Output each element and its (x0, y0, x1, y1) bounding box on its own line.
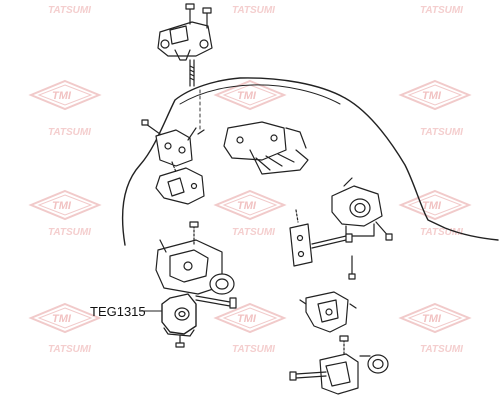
watermark-logo: TMI TMI TMI (30, 190, 470, 220)
svg-text:TATSUMI: TATSUMI (420, 344, 463, 355)
line-art (121, 3, 499, 395)
part-number-label: TEG1315 (90, 304, 146, 319)
body-frame-inner (179, 84, 341, 105)
middle-right-bracket (289, 209, 356, 280)
watermark-brand: TATSUMI TATSUMI TATSUMI (48, 227, 463, 238)
svg-text:TATSUMI: TATSUMI (232, 344, 275, 355)
svg-text:TMI: TMI (422, 200, 442, 212)
top-engine-mount (157, 3, 213, 87)
svg-text:TATSUMI: TATSUMI (48, 344, 91, 355)
watermark-brand: TATSUMI TATSUMI TATSUMI (48, 5, 463, 16)
svg-text:TMI: TMI (237, 90, 257, 102)
right-upper-mount (331, 177, 393, 241)
svg-text:TMI: TMI (237, 313, 257, 325)
svg-text:TMI: TMI (237, 200, 257, 212)
watermark-logo: TMI TMI TMI (30, 80, 470, 110)
watermark-layer: TATSUMI TATSUMI TATSUMI TMI TMI TMI TATS… (30, 5, 470, 355)
svg-text:TATSUMI: TATSUMI (232, 5, 275, 16)
bottom-right-mount (289, 335, 389, 395)
svg-text:TMI: TMI (52, 90, 72, 102)
lower-center-mount (155, 221, 237, 309)
svg-text:TATSUMI: TATSUMI (420, 5, 463, 16)
svg-text:TMI: TMI (422, 90, 442, 102)
svg-text:TATSUMI: TATSUMI (48, 127, 91, 138)
center-bracket-mount (223, 121, 309, 175)
svg-text:TATSUMI: TATSUMI (420, 127, 463, 138)
watermark-logo: TMI TMI TMI (30, 303, 470, 333)
svg-text:TATSUMI: TATSUMI (420, 227, 463, 238)
lower-right-bracket (299, 291, 357, 333)
watermark-brand: TATSUMI TATSUMI TATSUMI (48, 344, 463, 355)
body-frame-outline (121, 77, 499, 246)
svg-text:TATSUMI: TATSUMI (232, 227, 275, 238)
svg-text:TATSUMI: TATSUMI (48, 5, 91, 16)
svg-text:TMI: TMI (52, 200, 72, 212)
svg-text:TATSUMI: TATSUMI (48, 227, 91, 238)
teg1315-mount (161, 293, 197, 348)
svg-text:TMI: TMI (422, 313, 442, 325)
svg-text:TMI: TMI (52, 313, 72, 325)
left-bracket-mount (141, 119, 205, 205)
